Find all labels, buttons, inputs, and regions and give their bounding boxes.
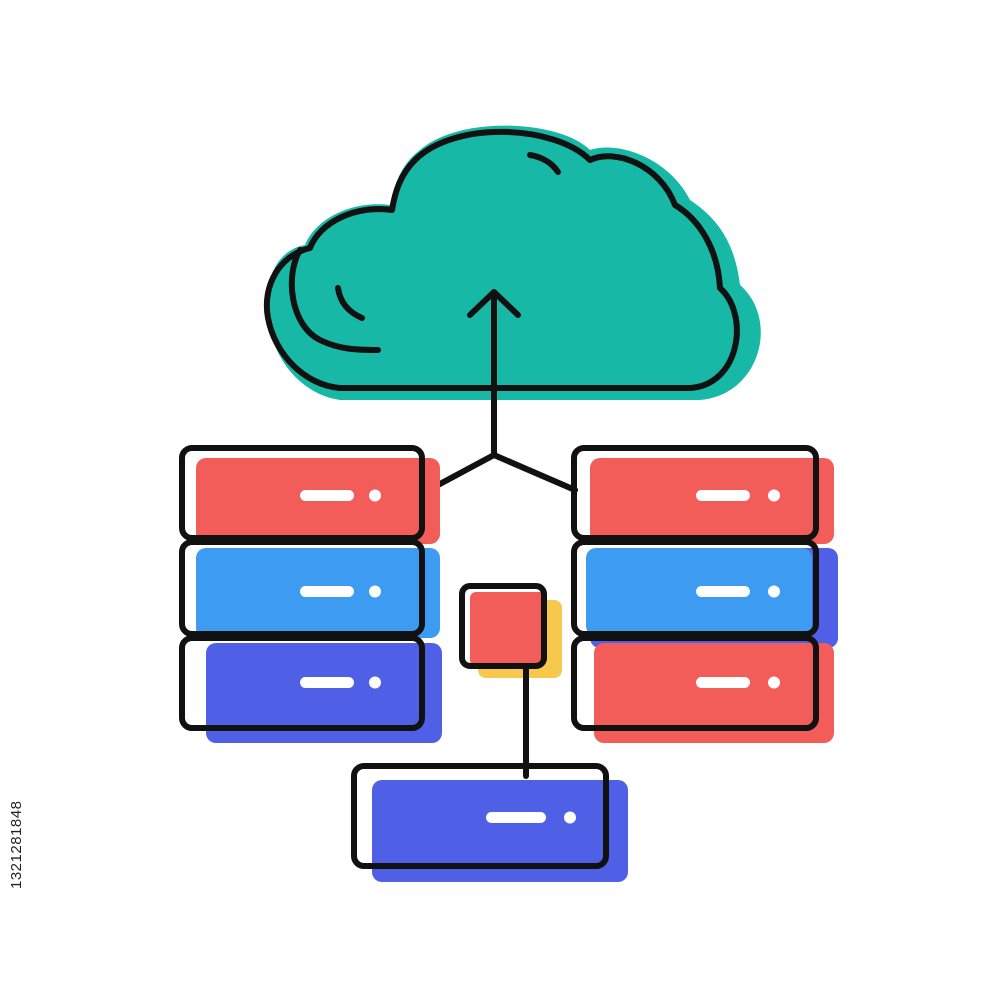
cloud-outline [263,128,740,391]
stock-image-id: 1321281848 [8,800,25,890]
storage-unit-icon [351,763,628,882]
server-stack-left-icon [179,445,442,743]
cloud-highlight-top [527,152,561,175]
cloud-upload-icon [263,125,761,458]
cloud-highlight-left [335,285,365,321]
server-stack-right-icon [571,445,838,743]
cloud-connectors [435,452,578,493]
upload-arrow-icon [467,289,521,458]
server-unit [571,539,819,637]
server-unit [179,635,425,731]
server-unit [571,635,819,731]
cloud-inner-curve-left [288,247,381,353]
server-unit [179,445,425,541]
server-unit [179,539,425,637]
cloud-fill [266,125,761,400]
network-switch-icon [459,583,562,779]
server-unit [571,445,819,541]
